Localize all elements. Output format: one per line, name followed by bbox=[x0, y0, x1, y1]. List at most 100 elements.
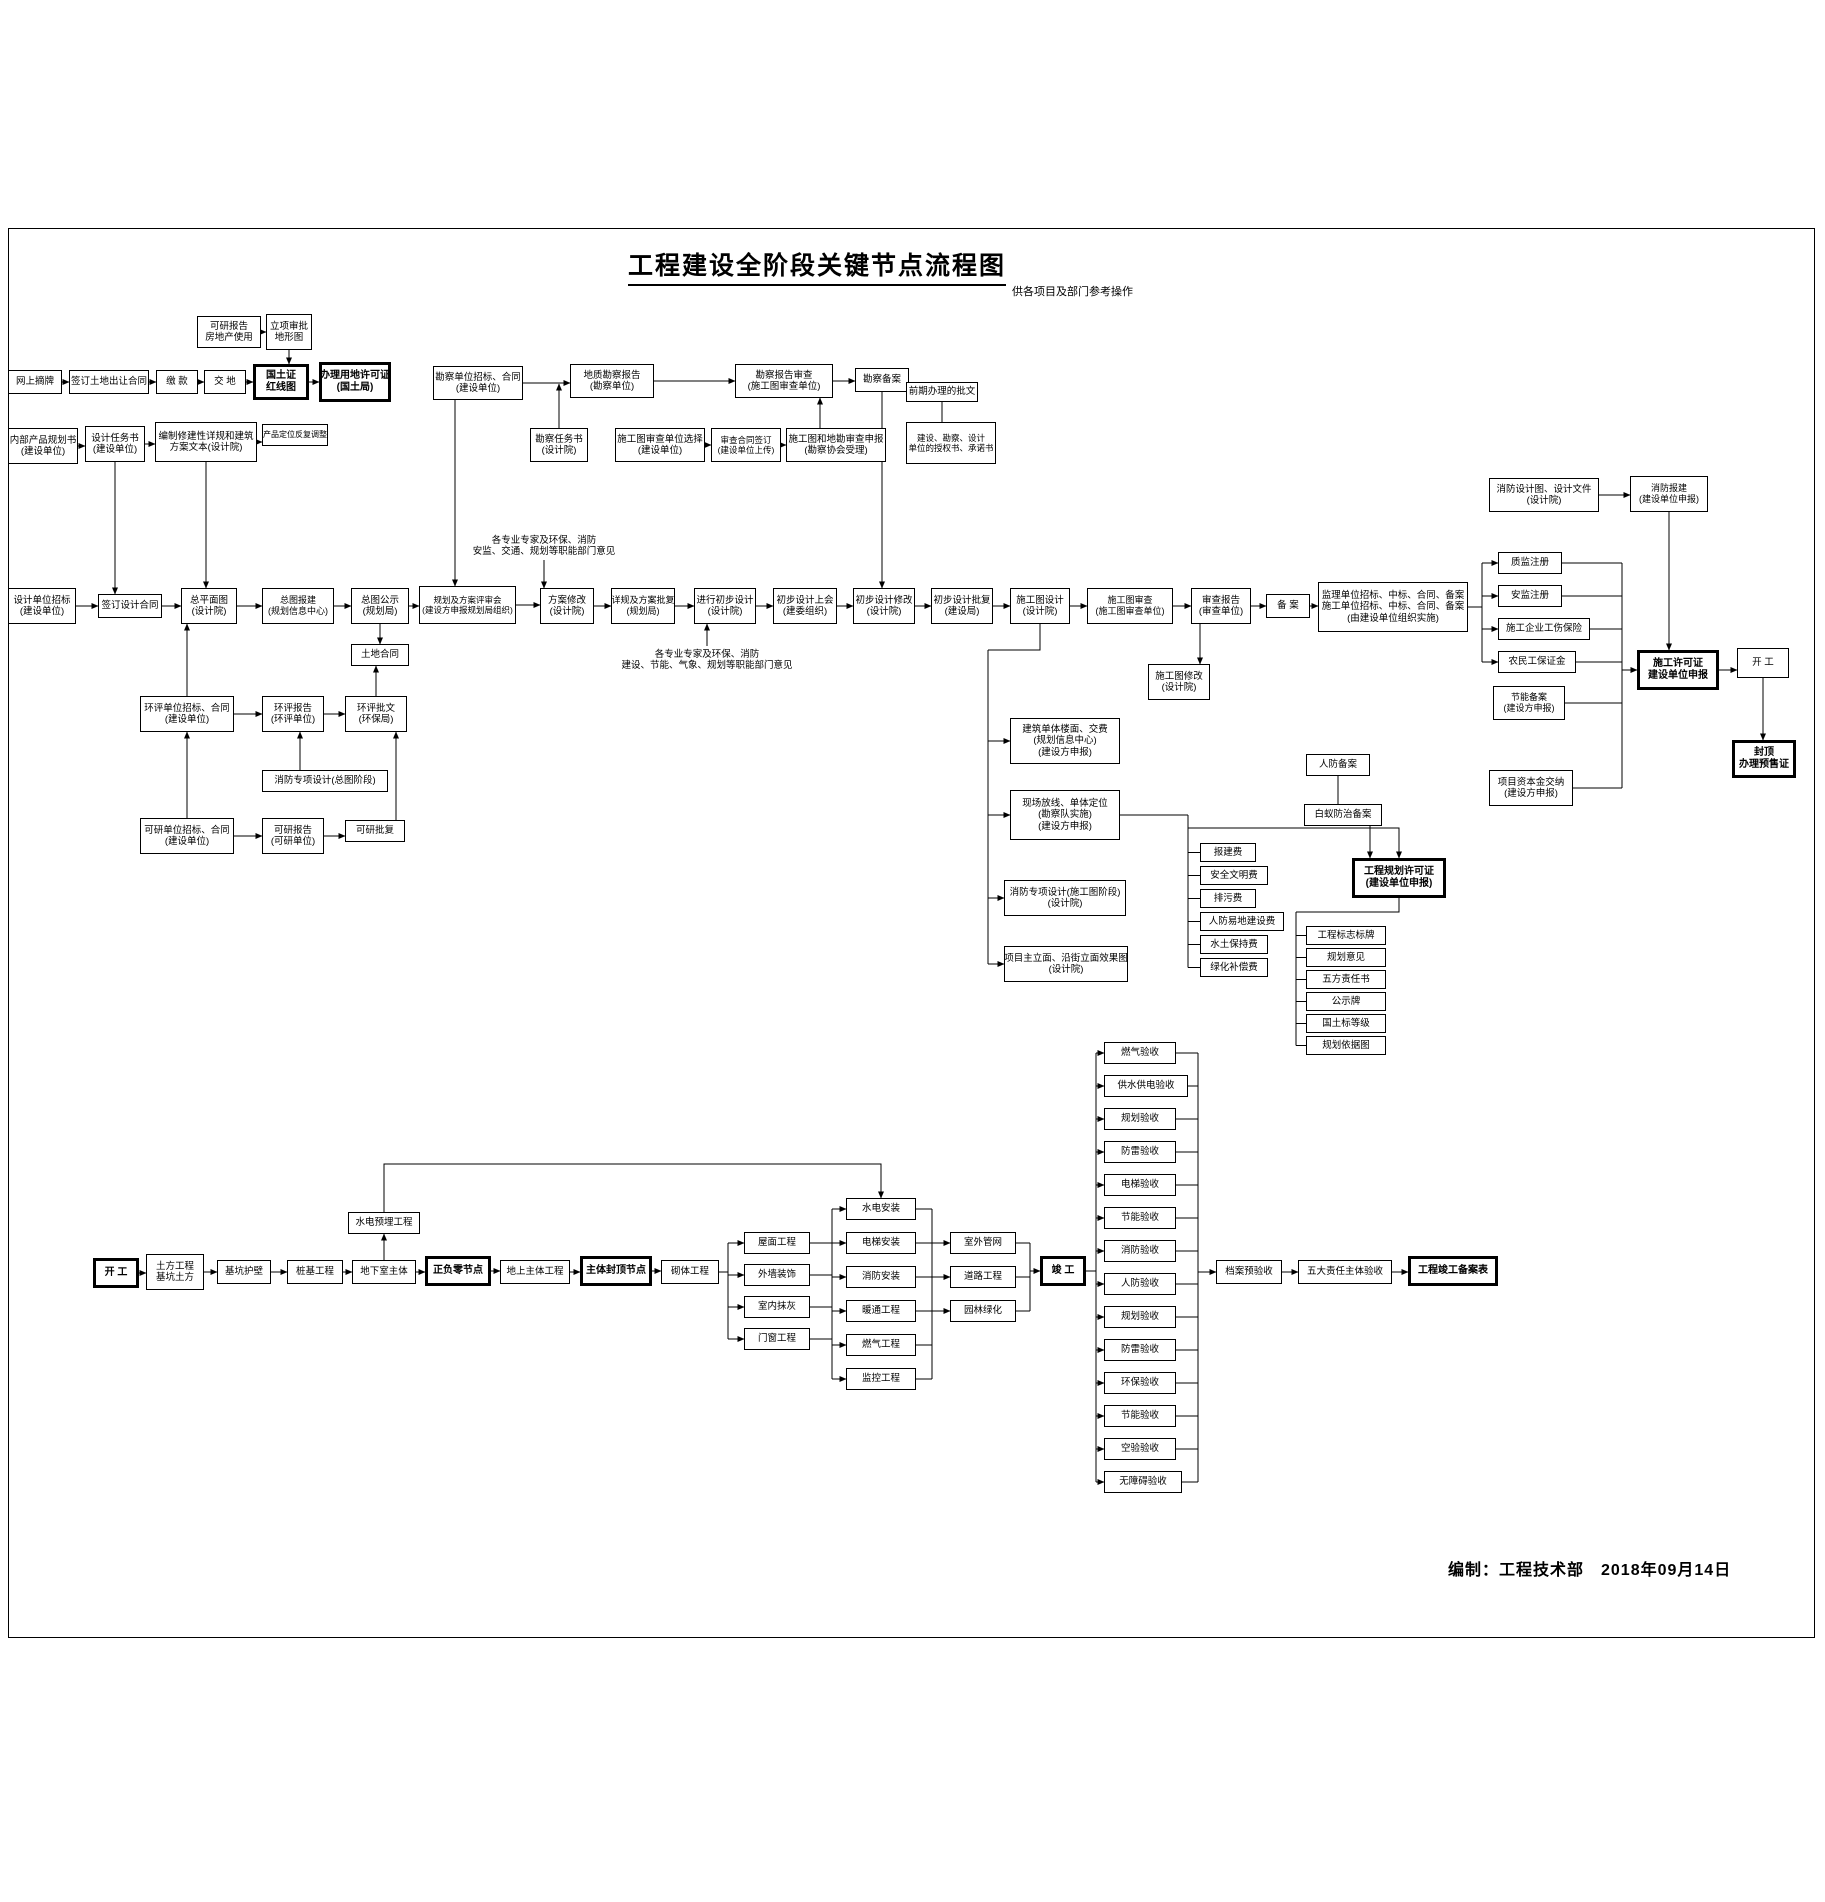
node-label: 初步设计上会 bbox=[776, 594, 834, 606]
node-lb_ghyjt: 规划依据图 bbox=[1306, 1036, 1386, 1055]
node-label: 节能验收 bbox=[1120, 1410, 1159, 1422]
node-ys_fl2: 防雷验收 bbox=[1104, 1339, 1176, 1361]
node-anjian_zc: 安监注册 bbox=[1498, 585, 1562, 607]
node-fengding: 封顶办理预售证 bbox=[1732, 740, 1796, 778]
node-ys_gh1: 规划验收 bbox=[1104, 1108, 1176, 1130]
node-xc_fx: 现场放线、单体定位(勘察队实施)(建设方申报) bbox=[1010, 790, 1120, 840]
node-zongtu_gs: 总图公示(规划局) bbox=[351, 588, 409, 624]
node-sgt_sc: 施工图审查(施工图审查单位) bbox=[1087, 588, 1173, 624]
node-label: 设计任务书 bbox=[91, 432, 139, 444]
node-label: (设计院) bbox=[549, 606, 585, 617]
node-label: (建设方申报) bbox=[1038, 746, 1092, 758]
node-label: 缴 款 bbox=[166, 376, 188, 388]
node-ys_kj: 空验验收 bbox=[1104, 1438, 1176, 1460]
node-label: 勘察任务书 bbox=[535, 433, 583, 445]
node-kaigong_b: 开 工 bbox=[93, 1258, 139, 1288]
node-label: (规划信息中心) bbox=[1033, 735, 1097, 747]
node-label: 消防验收 bbox=[1120, 1245, 1159, 1257]
node-label: 编制修建性详规和建筑 bbox=[158, 430, 254, 442]
node-label: 环保验收 bbox=[1120, 1377, 1159, 1389]
node-label: 水电预埋工程 bbox=[355, 1217, 413, 1229]
node-ys_dt: 电梯验收 bbox=[1104, 1174, 1176, 1196]
node-label: 规划验收 bbox=[1120, 1113, 1159, 1125]
node-label: 红线图 bbox=[266, 382, 296, 393]
node-dxs_zt: 地下室主体 bbox=[352, 1260, 416, 1284]
node-gc_gh_xkz: 工程规划许可证(建设单位申报) bbox=[1352, 858, 1446, 898]
node-xf_bj: 消防报建(建设单位申报) bbox=[1630, 476, 1708, 512]
node-kaigong_r: 开 工 bbox=[1737, 648, 1789, 678]
node-label: 规划及方案评审会 bbox=[433, 594, 502, 605]
node-label: 可研报告 bbox=[209, 320, 248, 332]
node-label: 施工图修改 bbox=[1155, 670, 1203, 682]
node-label: (设计院) bbox=[1161, 682, 1197, 693]
diagram-border bbox=[8, 228, 1815, 1638]
node-label: 人防易地建设费 bbox=[1208, 915, 1276, 927]
node-label: (设计院) bbox=[1526, 495, 1562, 506]
node-label: (建设单位上传) bbox=[717, 445, 775, 455]
node-label: 人防验收 bbox=[1120, 1278, 1159, 1290]
node-label: 电梯验收 bbox=[1120, 1179, 1159, 1191]
node-label: 白蚁防治备案 bbox=[1314, 809, 1372, 821]
node-label: 签订土地出让合同 bbox=[70, 376, 147, 388]
node-label: (规划局) bbox=[626, 606, 660, 616]
node-sc_htqd: 审查合同签订(建设单位上传) bbox=[711, 428, 781, 462]
node-label: 水土保持费 bbox=[1210, 938, 1258, 950]
node-label: (由建设单位组织实施) bbox=[1347, 612, 1439, 624]
node-label: 正负零节点 bbox=[433, 1265, 483, 1277]
node-label: (设计院) bbox=[1047, 898, 1083, 909]
node-label: 规划意见 bbox=[1326, 951, 1365, 963]
node-label: (勘察单位) bbox=[589, 381, 635, 392]
node-kancha_zb: 勘察单位招标、合同(建设单位) bbox=[433, 366, 523, 400]
node-label: 五大责任主体验收 bbox=[1306, 1266, 1383, 1278]
node-qianqi_pw: 前期办理的批文 bbox=[906, 382, 978, 402]
node-zlm_xgt: 项目主立面、沿街立面效果图(设计院) bbox=[1004, 946, 1128, 982]
node-label: 安监注册 bbox=[1510, 590, 1549, 602]
node-chanpin_dw: 产品定位反复调整 bbox=[262, 424, 328, 446]
node-label: 室内抹灰 bbox=[757, 1301, 796, 1313]
node-xf_zx_zt: 消防专项设计(总图阶段) bbox=[262, 770, 388, 792]
node-label: 水电安装 bbox=[861, 1203, 900, 1215]
node-hp_zb: 环评单位招标、合同(建设单位) bbox=[140, 696, 234, 732]
node-kancha_sc: 勘察报告审查(施工图审查单位) bbox=[735, 364, 833, 398]
node-label: 国土标等级 bbox=[1322, 1017, 1370, 1029]
node-zhuangji: 桩基工程 bbox=[287, 1260, 343, 1284]
node-sj_zb: 设计单位招标(建设单位) bbox=[8, 588, 76, 624]
node-label: 公示牌 bbox=[1331, 995, 1361, 1007]
node-label: 可研批复 bbox=[355, 825, 394, 837]
node-zbj_jiaona: 项目资本金交纳(建设方申报) bbox=[1489, 770, 1573, 806]
node-label: 节能备案 bbox=[1510, 692, 1547, 703]
node-fee_rf: 人防易地建设费 bbox=[1200, 912, 1284, 931]
node-label: 项目资本金交纳 bbox=[1497, 776, 1565, 788]
node-jk_hb: 基坑护壁 bbox=[217, 1260, 271, 1284]
node-xf_az: 消防安装 bbox=[846, 1266, 916, 1288]
node-label: 道路工程 bbox=[963, 1271, 1002, 1283]
node-rf_ba: 人防备案 bbox=[1306, 754, 1370, 776]
node-label: (环评单位) bbox=[270, 714, 316, 725]
node-label: 备 案 bbox=[1277, 600, 1299, 612]
node-jiaodi: 交 地 bbox=[204, 370, 246, 394]
node-ys_wza: 无障碍验收 bbox=[1104, 1471, 1182, 1493]
node-label: 工程竣工备案表 bbox=[1418, 1265, 1488, 1277]
node-xf_zx_sgt: 消防专项设计(施工图阶段)(设计院) bbox=[1004, 880, 1126, 916]
node-label: 施工许可证 bbox=[1653, 658, 1703, 670]
node-label: 暖通工程 bbox=[861, 1305, 900, 1317]
author-date-note: 编制：工程技术部 2018年09月14日 bbox=[1448, 1562, 1732, 1579]
node-sd_az: 水电安装 bbox=[846, 1198, 916, 1220]
node-fee_pw: 排污费 bbox=[1200, 889, 1256, 908]
node-label: 五方责任书 bbox=[1322, 973, 1370, 985]
node-label: 外墙装饰 bbox=[757, 1269, 796, 1281]
node-label: 无障碍验收 bbox=[1119, 1476, 1167, 1488]
node-ys_gsgd: 供水供电验收 bbox=[1104, 1075, 1188, 1097]
node-label: (设计院) bbox=[191, 606, 227, 617]
node-ky_zb: 可研单位招标、合同(建设单位) bbox=[140, 818, 234, 854]
node-label: 施工图审查 bbox=[1107, 595, 1153, 606]
node-label: 砌体工程 bbox=[670, 1266, 709, 1278]
node-label: (规划信息中心) bbox=[268, 606, 328, 616]
node-ky_bg: 可研报告(可研单位) bbox=[262, 818, 324, 854]
node-label: 土地合同 bbox=[360, 649, 399, 661]
node-label: 消防专项设计(总图阶段) bbox=[274, 775, 376, 787]
node-ys_rf: 人防验收 bbox=[1104, 1273, 1176, 1295]
node-zt_fd_jd: 主体封顶节点 bbox=[580, 1256, 652, 1286]
